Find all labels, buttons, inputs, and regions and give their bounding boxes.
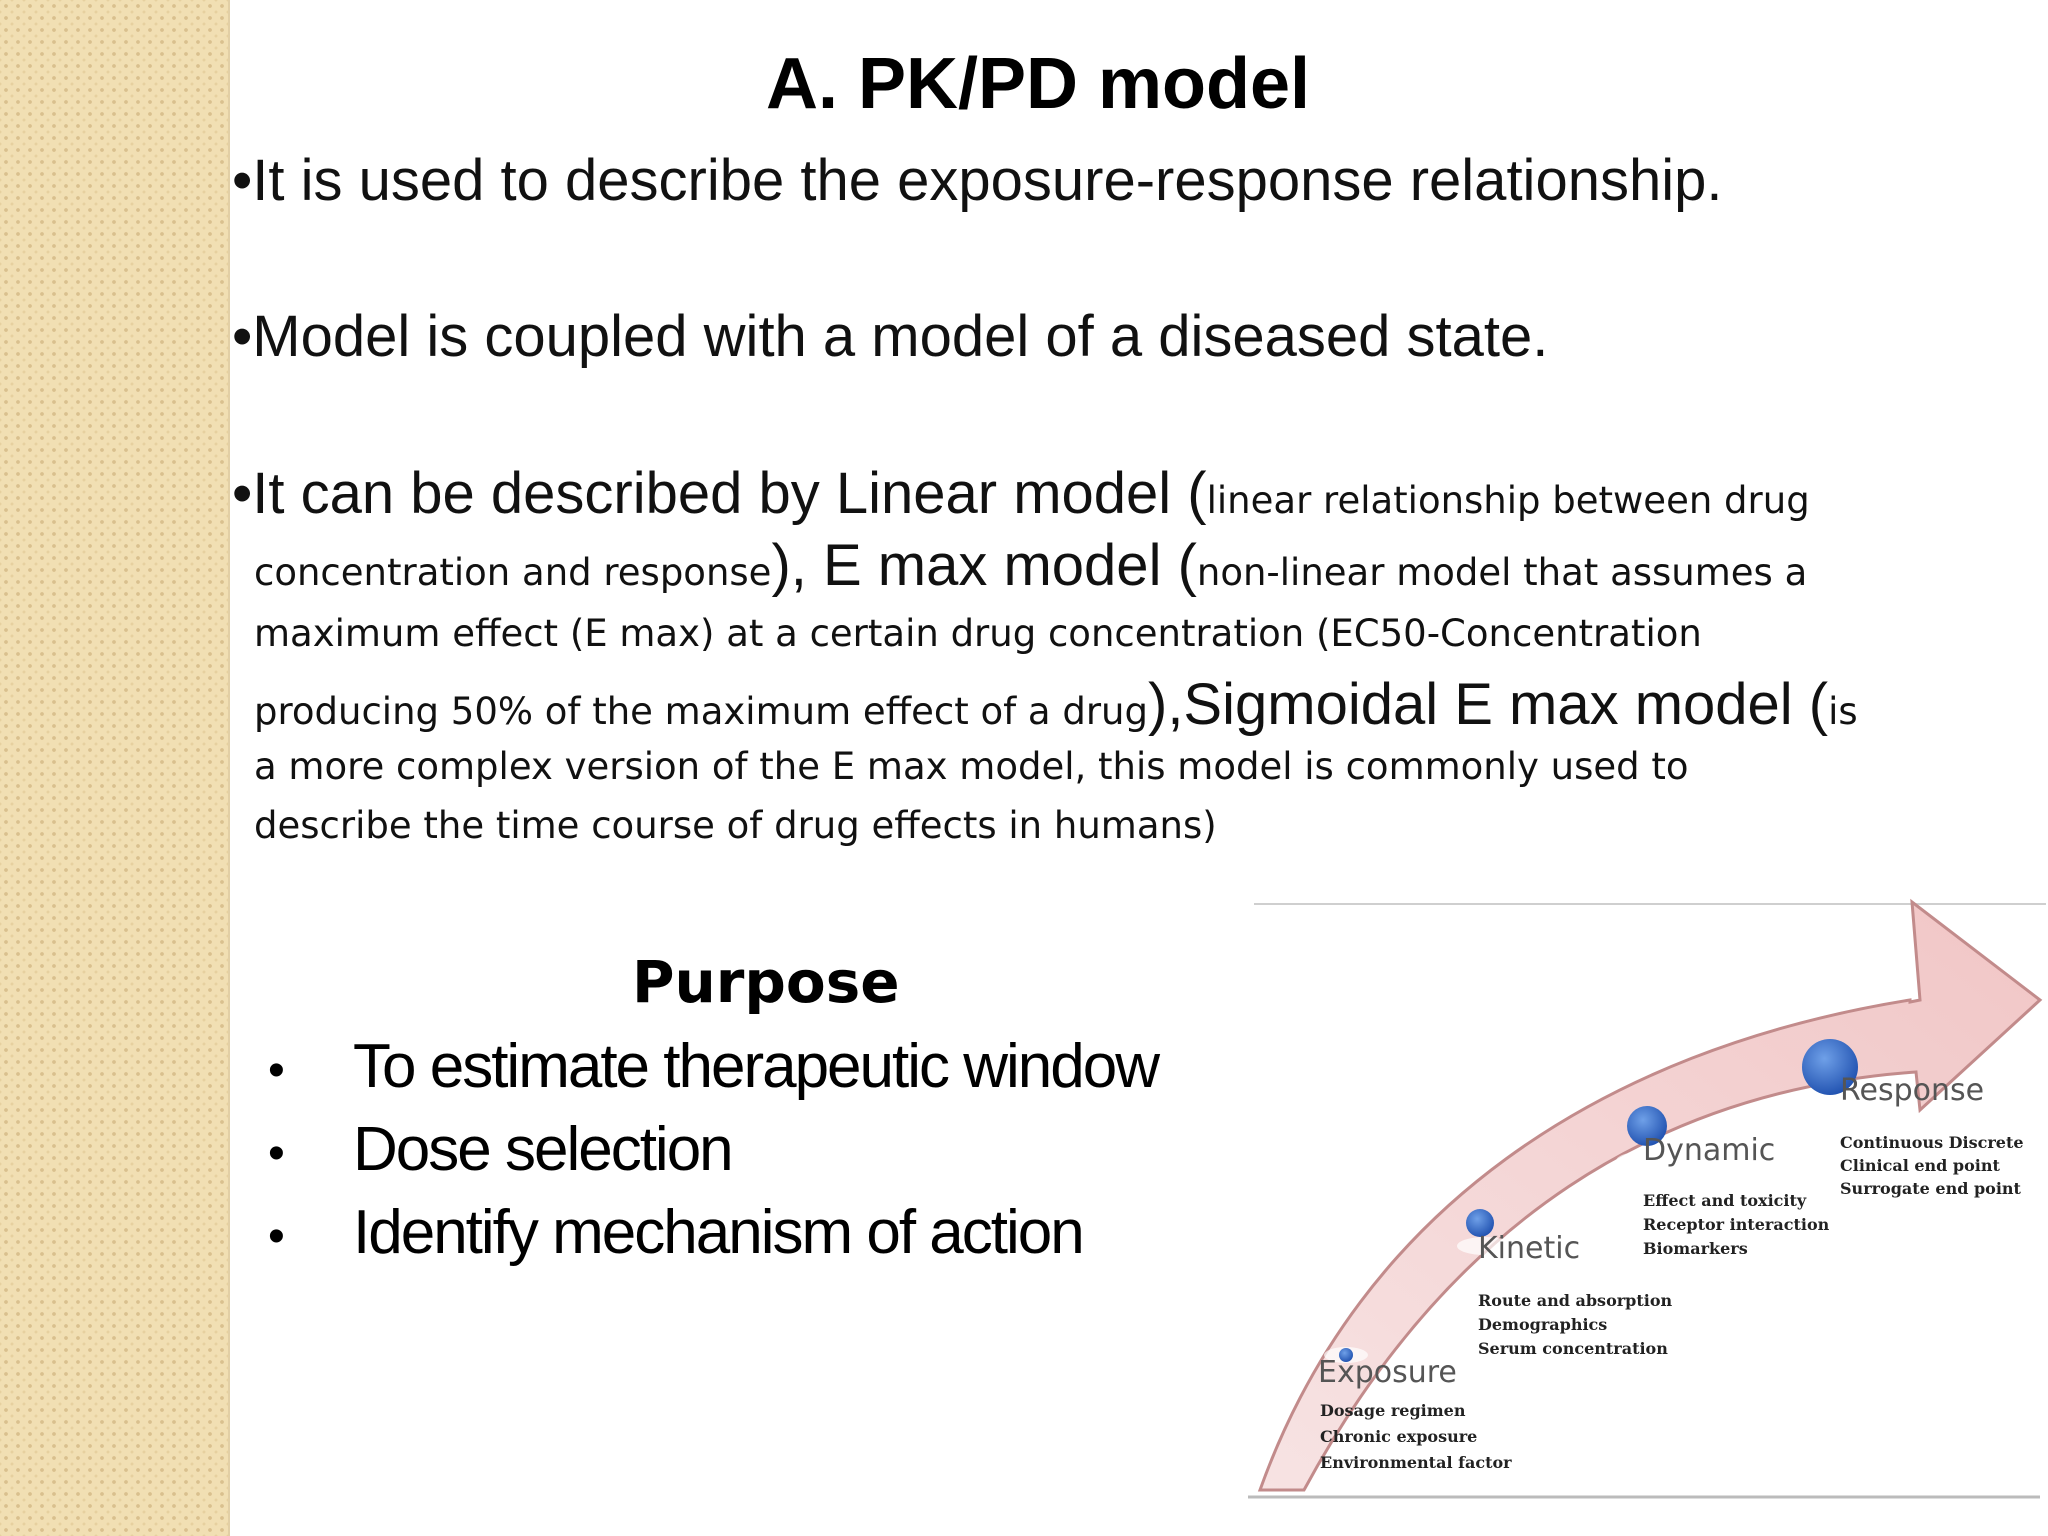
bullet-dot-icon: • bbox=[268, 1044, 285, 1098]
highlight-icon bbox=[1788, 1090, 1868, 1114]
models-text: •It can be described by Linear model ( bbox=[232, 461, 1207, 526]
models-note: is bbox=[1828, 690, 1858, 733]
exposure-response-diagram: Exposure Dosage regimen Chronic exposure… bbox=[1248, 898, 2046, 1499]
stage-dot-icon bbox=[1466, 1209, 1494, 1237]
models-note: describe the time course of drug effects… bbox=[254, 804, 1217, 847]
slide-title: A. PK/PD model bbox=[765, 44, 1311, 124]
stage-note: Biomarkers bbox=[1643, 1239, 1748, 1258]
stage-note: Serum concentration bbox=[1478, 1339, 1668, 1358]
stage-note: Clinical end point bbox=[1840, 1156, 2001, 1175]
purpose-item-label: Dose selection bbox=[353, 1115, 734, 1184]
models-text: ), E max model ( bbox=[771, 533, 1197, 598]
bullet-dot-icon: • bbox=[268, 1127, 285, 1181]
models-line-1: •It can be described by Linear model (li… bbox=[232, 458, 2022, 530]
list-item: • Identify mechanism of action bbox=[268, 1191, 1158, 1274]
models-line-4: producing 50% of the maximum effect of a… bbox=[232, 670, 2022, 737]
purpose-item-label: Identify mechanism of action bbox=[353, 1198, 1085, 1267]
models-line-2: concentration and response), E max model… bbox=[232, 530, 2022, 602]
purpose-list: • To estimate therapeutic window • Dose se… bbox=[268, 1025, 1160, 1274]
bullet-exposure-response: •It is used to describe the exposure-res… bbox=[232, 148, 1723, 213]
stage-note: Environmental factor bbox=[1320, 1453, 1512, 1472]
stage-label-exposure: Exposure bbox=[1318, 1355, 1457, 1390]
models-note: producing 50% of the maximum effect of a… bbox=[254, 690, 1148, 733]
purpose-item-label: To estimate therapeutic window bbox=[353, 1032, 1160, 1101]
highlight-icon bbox=[1616, 1151, 1680, 1171]
bullet-dot-icon: • bbox=[268, 1210, 285, 1264]
stage-note: Surrogate end point bbox=[1840, 1179, 2022, 1198]
stage-dot-icon bbox=[1802, 1039, 1858, 1095]
models-note: concentration and response bbox=[254, 551, 772, 594]
stage-dot-icon bbox=[1339, 1348, 1353, 1362]
stage-label-dynamic: Dynamic bbox=[1643, 1133, 1775, 1168]
highlight-icon bbox=[1457, 1237, 1513, 1255]
stage-note: Dosage regimen bbox=[1320, 1401, 1466, 1420]
models-note: maximum effect (E max) at a certain drug… bbox=[254, 612, 1702, 655]
stage-note: Demographics bbox=[1478, 1315, 1607, 1334]
models-paragraph: •It can be described by Linear model (li… bbox=[232, 458, 2022, 860]
models-note: linear relationship between drug bbox=[1206, 479, 1810, 522]
stage-note: Receptor interaction bbox=[1643, 1215, 1830, 1234]
list-item: • Dose selection bbox=[268, 1108, 1158, 1191]
stage-note: Route and absorption bbox=[1478, 1291, 1672, 1310]
models-line-5: a more complex version of the E max mode… bbox=[232, 736, 2022, 798]
models-line-3: maximum effect (E max) at a certain drug… bbox=[232, 602, 2022, 670]
models-text: ),Sigmoidal E max model ( bbox=[1148, 672, 1829, 737]
models-note: a more complex version of the E max mode… bbox=[254, 745, 1689, 788]
stage-dot-icon bbox=[1627, 1106, 1667, 1146]
stage-note: Continuous Discrete bbox=[1840, 1133, 2024, 1152]
stage-label-kinetic: Kinetic bbox=[1478, 1231, 1580, 1266]
decorative-sidebar bbox=[0, 0, 230, 1536]
bullet-disease-model: •Model is coupled with a model of a dise… bbox=[232, 304, 1549, 369]
list-item: • To estimate therapeutic window bbox=[268, 1025, 1160, 1108]
stage-label-response: Response bbox=[1840, 1073, 1984, 1108]
models-note: non-linear model that assumes a bbox=[1196, 551, 1808, 594]
stage-note: Effect and toxicity bbox=[1643, 1191, 1807, 1210]
stage-note: Chronic exposure bbox=[1320, 1427, 1477, 1446]
models-line-6: describe the time course of drug effects… bbox=[232, 798, 2022, 860]
purpose-heading: Purpose bbox=[632, 948, 900, 1016]
